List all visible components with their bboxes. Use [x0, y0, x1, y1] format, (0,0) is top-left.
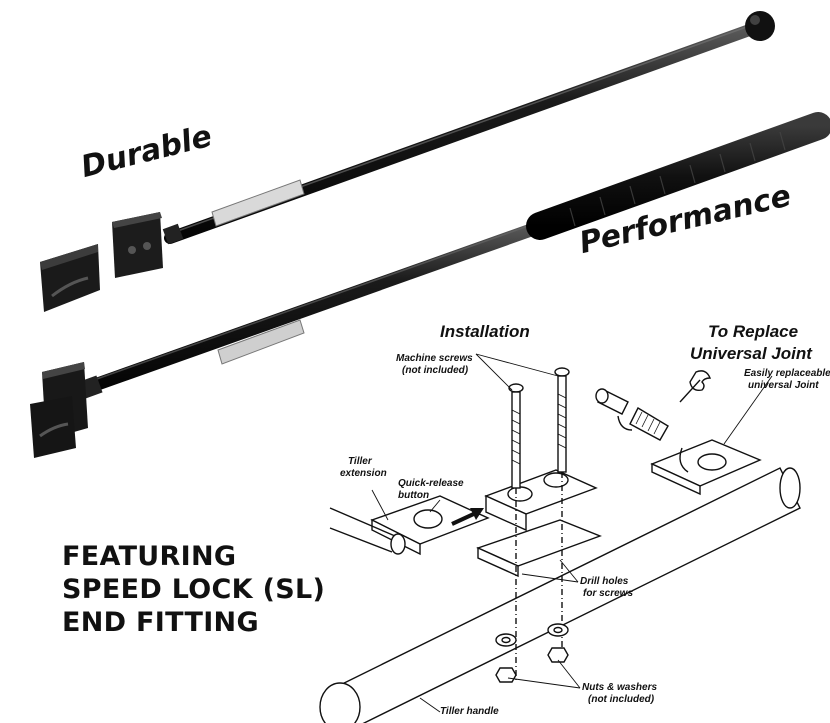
installation-title: Installation — [440, 322, 530, 341]
machine-screws-label: Machine screws — [396, 353, 473, 364]
drill-holes-label-2: for screws — [583, 588, 634, 599]
universal-joint-label: universal Joint — [748, 380, 819, 391]
nuts-washers-label-1: Nuts & washers — [582, 682, 658, 693]
headline-line-2: SPEED LOCK (SL) — [62, 574, 326, 605]
headline-line-1: FEATURING — [62, 541, 237, 572]
installation-diagram — [319, 353, 801, 723]
replace-joint-diagram — [595, 370, 762, 496]
headline: FEATURING SPEED LOCK (SL) END FITTING — [62, 540, 325, 639]
tiller-extension-label-2: extension — [340, 468, 387, 479]
tiller-handle-tube — [329, 467, 801, 723]
machine-screws-note: (not included) — [402, 365, 469, 376]
tiller-extension-label-1: Tiller — [348, 456, 372, 467]
nuts-washers-label-2: (not included) — [588, 694, 655, 705]
wrench-icon — [679, 370, 712, 403]
tiller-handle-label: Tiller handle — [440, 706, 499, 717]
knob-end — [745, 11, 775, 41]
machine-screws — [508, 367, 570, 489]
drill-holes-label-1: Drill holes — [580, 576, 629, 587]
headline-line-3: END FITTING — [62, 607, 259, 638]
quick-release-label-2: button — [398, 490, 430, 501]
replace-title-2: Universal Joint — [690, 344, 812, 363]
durable-end-fitting — [112, 212, 163, 278]
easily-replaceable-label: Easily replaceable — [744, 368, 830, 379]
nuts-and-washers — [495, 623, 569, 683]
performance-tiller-extension — [30, 112, 830, 458]
quick-release-label-1: Quick-release — [398, 478, 464, 489]
durable-tiller-extension — [40, 11, 775, 312]
performance-grip — [526, 112, 830, 240]
replace-title-1: To Replace — [708, 322, 799, 341]
